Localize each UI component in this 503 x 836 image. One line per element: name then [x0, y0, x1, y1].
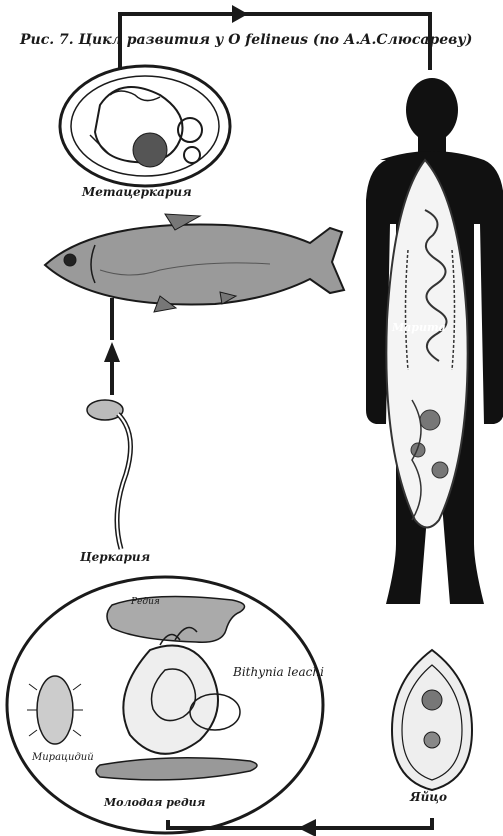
label-miracidium: Мирацидий [32, 752, 94, 763]
label-snail: Bithynia leachi [233, 665, 324, 679]
metacercaria-illustration [60, 66, 230, 186]
label-young-redia: Молодая редия [104, 796, 205, 809]
label-marita: Марита [392, 321, 446, 334]
bottom-left-arrow-icon [298, 819, 316, 836]
left-up-arrow-icon [104, 342, 120, 362]
figure-title: Рис. 7. Цикл развития у O felineus (по А… [20, 32, 472, 48]
bottom-cycle-line [168, 818, 432, 828]
snail-illustration [123, 628, 240, 754]
label-redia: Редия [131, 597, 160, 607]
cercaria-illustration [87, 400, 131, 549]
egg-illustration [392, 650, 472, 790]
fish-illustration [45, 214, 344, 312]
young-redia-illustration [96, 758, 257, 780]
label-cercaria: Церкария [80, 550, 150, 564]
miracidium-illustration [27, 676, 83, 744]
top-arrow-icon [232, 5, 248, 23]
label-metacercaria: Метацеркария [82, 185, 192, 199]
label-egg: Яйцо [410, 790, 447, 804]
